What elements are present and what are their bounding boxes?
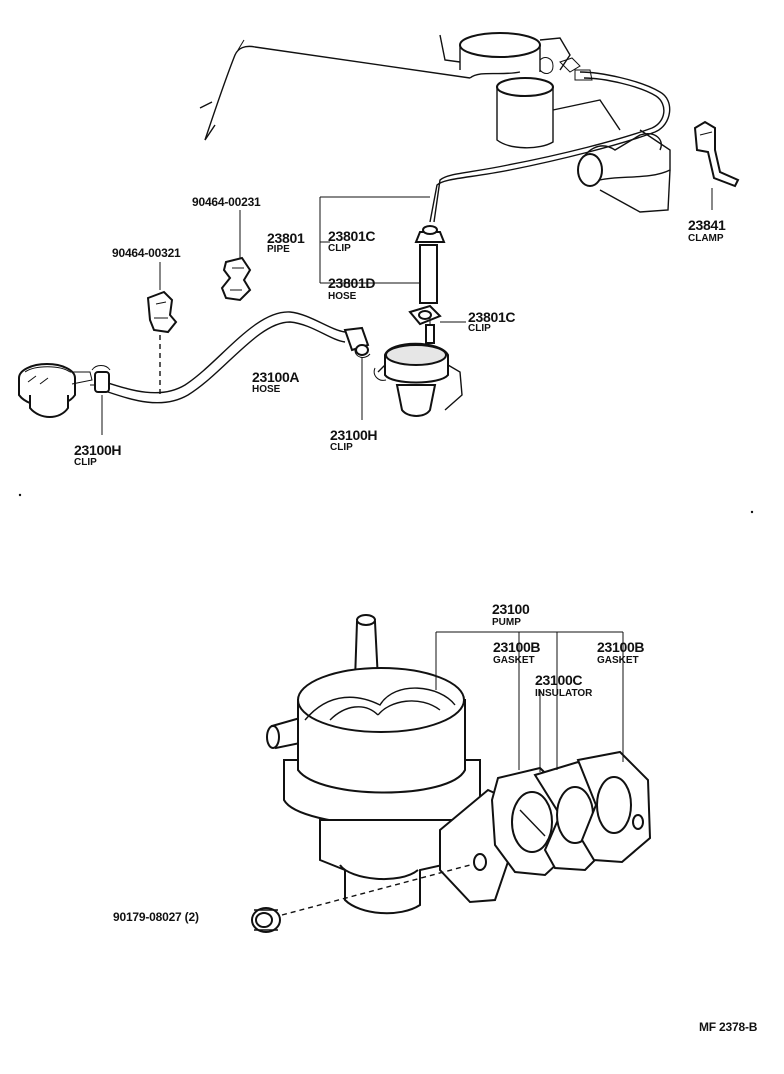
hose-23801d-part [419, 244, 438, 304]
label-23100b-2: 23100B [597, 639, 644, 655]
label-23841-sub: CLAMP [688, 233, 724, 244]
label-90179-08027: 90179-08027 (2) [113, 910, 199, 924]
label-23801d-sub: HOSE [328, 291, 357, 302]
label-23100h-left: 23100H [74, 442, 121, 458]
label-23801-sub: PIPE [267, 244, 290, 255]
label-23100b-2-sub: GASKET [597, 655, 639, 666]
label-23100b-1-sub: GASKET [493, 655, 535, 666]
label-23100: 23100 [492, 601, 530, 617]
hose-23100a-part [104, 311, 346, 404]
label-23801c-top: 23801C [328, 228, 375, 244]
fuel-pipe-23801 [429, 69, 671, 223]
label-23801c-bottom-sub: CLIP [468, 323, 491, 334]
label-23801: 23801 [267, 230, 305, 246]
label-23100a-sub: HOSE [252, 384, 281, 395]
label-23100c-sub: INSULATOR [535, 688, 593, 699]
clip-23801c-top-part [414, 225, 446, 243]
label-23100c: 23100C [535, 672, 582, 688]
fuel-pump-small-view [373, 324, 463, 417]
gasket-23100b-2-part [576, 750, 652, 864]
engine-block-outline [199, 32, 671, 213]
label-23100a: 23100A [252, 369, 299, 385]
label-90464-00321: 90464-00321 [112, 246, 181, 260]
label-23801c-top-sub: CLIP [328, 243, 351, 254]
label-23100h-middle-sub: CLIP [330, 442, 353, 453]
clip-90464-00321-part [146, 290, 178, 334]
diagram-code: MF 2378-B [699, 1020, 758, 1034]
label-23801d: 23801D [328, 275, 375, 291]
label-90464-00231: 90464-00231 [192, 195, 261, 209]
label-23100b-1: 23100B [493, 639, 540, 655]
label-23100h-middle: 23100H [330, 427, 377, 443]
fuel-pump-23100-main [266, 614, 514, 915]
clamp-23841-part [693, 120, 740, 188]
clip-23801c-bottom-part [408, 304, 442, 326]
label-23801c-bottom: 23801C [468, 309, 515, 325]
clip-23100h-left-part [90, 365, 111, 393]
fuel-filter-left [18, 363, 93, 418]
clip-90464-00231-part [220, 256, 252, 302]
clip-23100h-middle-part [343, 326, 371, 358]
label-23841: 23841 [688, 217, 726, 233]
label-23100h-left-sub: CLIP [74, 457, 97, 468]
label-23100-sub: PUMP [492, 617, 521, 628]
nut-90179-08027-part [251, 907, 281, 933]
leader-lines [319, 196, 624, 772]
